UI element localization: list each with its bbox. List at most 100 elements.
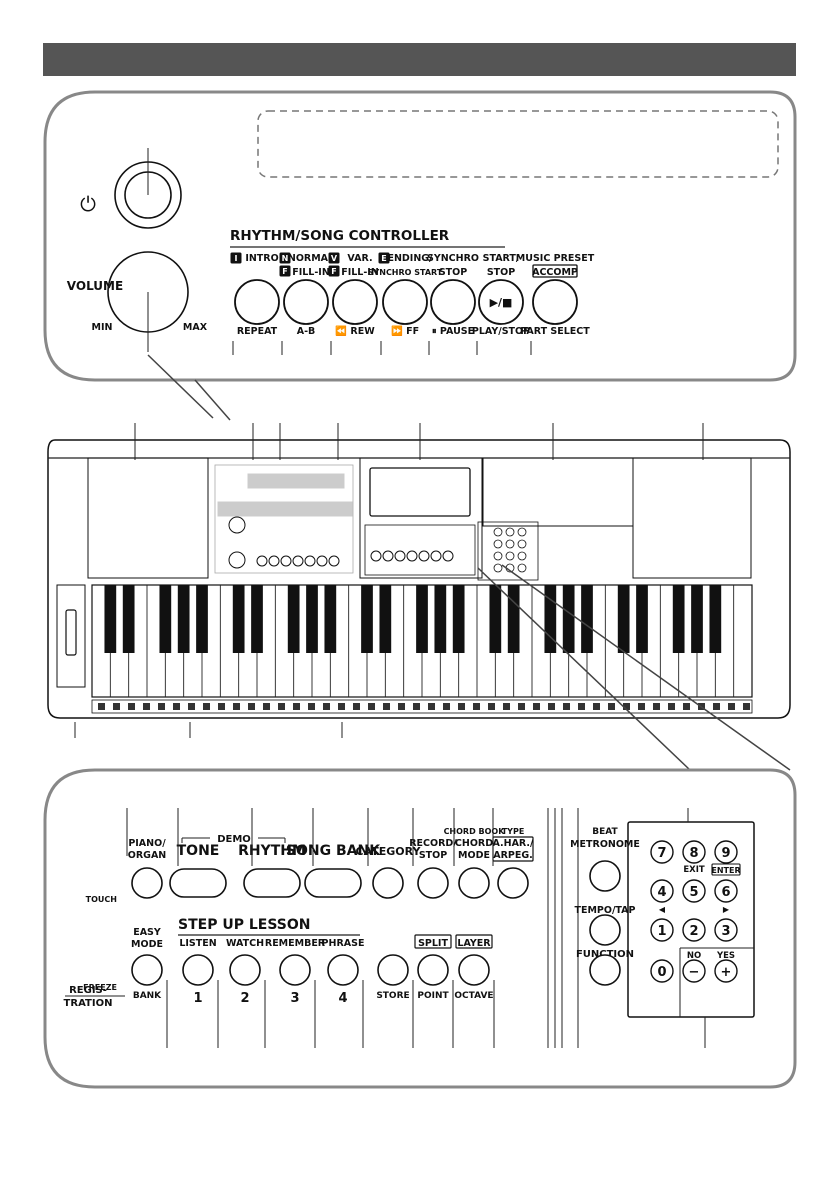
ctrl-button-2[interactable] [332, 279, 378, 325]
black-key[interactable] [581, 585, 593, 653]
row2-button-0[interactable] [131, 954, 163, 986]
metronome-button[interactable] [589, 860, 621, 892]
row2-button-2[interactable] [229, 954, 261, 986]
legend-icon [443, 703, 450, 710]
row2-label-0: EASY [133, 927, 161, 938]
legend-icon [278, 703, 285, 710]
mini-volume-knob [228, 551, 246, 569]
black-key[interactable] [434, 585, 447, 653]
black-key[interactable] [544, 585, 557, 653]
numpad-key-label-3: 3 [721, 924, 730, 939]
row1-button-2[interactable] [243, 868, 301, 898]
black-key[interactable] [562, 585, 575, 653]
ctrl-button-5[interactable] [478, 279, 524, 325]
row2-button-6[interactable] [417, 954, 449, 986]
row1-button-5[interactable] [417, 867, 449, 899]
numpad-key-8[interactable] [682, 840, 706, 864]
black-key[interactable] [232, 585, 245, 653]
tone-legend-strip [91, 699, 753, 714]
black-key[interactable] [507, 585, 520, 653]
legend-icon [383, 703, 390, 710]
ctrl-button-0[interactable] [234, 279, 280, 325]
legend-icon [368, 703, 375, 710]
numpad-key-5[interactable] [682, 879, 706, 903]
row2-button-4[interactable] [327, 954, 359, 986]
legend-icon [563, 703, 570, 710]
black-key[interactable] [122, 585, 135, 653]
pitch-bend-wheel[interactable] [65, 609, 77, 656]
black-key[interactable] [489, 585, 502, 653]
black-key[interactable] [287, 585, 300, 653]
row2-button-3[interactable] [279, 954, 311, 986]
ctrl-btn-6-top-label: MUSIC PRESET [516, 253, 595, 264]
ctrl-button-3[interactable] [382, 279, 428, 325]
numpad-left-arrow: ◀ [659, 905, 666, 914]
numpad-key-4[interactable] [650, 879, 674, 903]
numpad-key-6[interactable] [714, 879, 738, 903]
ctrl-btn-0-bottom-label: REPEAT [237, 326, 278, 337]
legend-icon [578, 703, 585, 710]
legend-icon [323, 703, 330, 710]
black-key[interactable] [416, 585, 428, 653]
row2-label-3: REMEMBER [265, 938, 326, 949]
ctrl-button-6[interactable] [532, 279, 578, 325]
row2-label-4: PHRASE [322, 938, 365, 949]
mini-row-btn-2 [394, 550, 406, 562]
row1-button-0[interactable] [131, 867, 163, 899]
black-key[interactable] [617, 585, 630, 653]
numpad-key-0[interactable] [650, 959, 674, 983]
black-key[interactable] [636, 585, 648, 653]
black-key[interactable] [159, 585, 172, 653]
numpad-key-9[interactable] [714, 840, 738, 864]
black-key[interactable] [672, 585, 685, 653]
legend-icon [683, 703, 690, 710]
black-key[interactable] [104, 585, 117, 653]
legend-icon [128, 703, 135, 710]
legend-icon [158, 703, 165, 710]
row2-button-1[interactable] [182, 954, 214, 986]
ctrl-button-1[interactable] [283, 279, 329, 325]
numpad-key-3[interactable] [714, 918, 738, 942]
numpad-key-1[interactable] [650, 918, 674, 942]
row1-button-1[interactable] [169, 868, 227, 898]
legend-icon [548, 703, 555, 710]
numpad-key-+[interactable] [714, 959, 738, 983]
row1-button-4[interactable] [372, 867, 404, 899]
black-key[interactable] [691, 585, 703, 653]
row1-button-6[interactable] [458, 867, 490, 899]
black-key[interactable] [324, 585, 337, 653]
row2-button-5[interactable] [377, 954, 409, 986]
row2-bottom-4: 4 [338, 991, 347, 1006]
row1-button-3[interactable] [304, 868, 362, 898]
numpad-key-−[interactable] [682, 959, 706, 983]
black-key[interactable] [361, 585, 373, 653]
ctrl-btn-6-bottom-label: PART SELECT [520, 326, 590, 337]
numpad-key-7[interactable] [650, 840, 674, 864]
black-key[interactable] [196, 585, 208, 653]
black-key[interactable] [452, 585, 465, 653]
numpad-key-2[interactable] [682, 918, 706, 942]
black-key[interactable] [251, 585, 263, 653]
selection-area [214, 464, 354, 574]
mini-ctrl-btn-6 [328, 555, 340, 567]
ctrl-button-4[interactable] [430, 279, 476, 325]
black-key[interactable] [306, 585, 318, 653]
mini-ctrl-btn-5 [316, 555, 328, 567]
row1-label-2: RHYTHM [238, 843, 306, 859]
function-button[interactable] [589, 954, 621, 986]
row1-left-label-0: TOUCH [86, 895, 117, 904]
row2-button-7[interactable] [458, 954, 490, 986]
black-key[interactable] [177, 585, 190, 653]
row2-box-7 [455, 934, 493, 949]
mini-ctrl-btn-2 [280, 555, 292, 567]
tempo-button[interactable] [589, 914, 621, 946]
song-bank-list-box [247, 473, 345, 489]
mini-numpad [477, 521, 539, 581]
pitch-bend-area [56, 584, 86, 688]
black-key[interactable] [709, 585, 722, 653]
controller-title: RHYTHM/SONG CONTROLLER [230, 228, 450, 244]
row1-button-7[interactable] [497, 867, 529, 899]
black-key[interactable] [379, 585, 392, 653]
legend-icon [713, 703, 720, 710]
row2-bottom-3: 3 [290, 991, 299, 1006]
